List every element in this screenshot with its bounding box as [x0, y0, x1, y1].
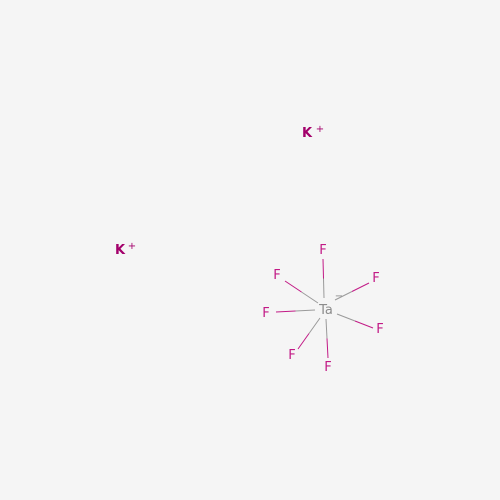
potassium-symbol-2: K — [115, 243, 126, 258]
potassium-symbol-1: K — [302, 126, 313, 141]
potassium-charge-2: + — [128, 241, 136, 252]
ta-f-bond-fluorine-half — [275, 310, 296, 313]
bonds-group — [275, 258, 374, 359]
potassium-charge-1: + — [316, 124, 324, 135]
ta-f-bond-metal-half — [323, 278, 325, 299]
fluorine-atom: F — [372, 271, 379, 286]
fluorine-atom: F — [262, 306, 269, 321]
fluorine-ligands: F F F F F F F — [262, 243, 383, 375]
fluorine-atom: F — [288, 348, 295, 363]
fluorine-atom: F — [273, 268, 280, 283]
ta-f-bond-fluorine-half — [354, 320, 374, 329]
potassium-cation-1: K + — [302, 124, 324, 141]
tantalum-symbol: Ta — [318, 303, 333, 318]
tantalum-charge: − — [335, 291, 343, 302]
ta-f-bond-metal-half — [295, 309, 316, 312]
ta-f-bond-metal-half — [325, 318, 328, 339]
fluorine-atom: F — [319, 243, 326, 258]
ta-f-bond-fluorine-half — [297, 333, 310, 350]
potassium-cation-2: K + — [115, 241, 136, 258]
fluorine-atom: F — [324, 360, 331, 375]
ta-f-bond-fluorine-half — [351, 282, 370, 292]
ta-f-bond-fluorine-half — [284, 280, 302, 293]
ta-f-bond-metal-half — [334, 291, 353, 301]
ta-f-bond-metal-half — [336, 313, 356, 322]
ta-f-bond-fluorine-half — [326, 338, 329, 359]
ta-f-bond-metal-half — [301, 291, 319, 304]
tantalum-atom: Ta − — [318, 291, 343, 318]
ta-f-bond-metal-half — [308, 317, 321, 334]
ta-f-bond-fluorine-half — [322, 258, 324, 279]
fluorine-atom: F — [376, 322, 383, 337]
